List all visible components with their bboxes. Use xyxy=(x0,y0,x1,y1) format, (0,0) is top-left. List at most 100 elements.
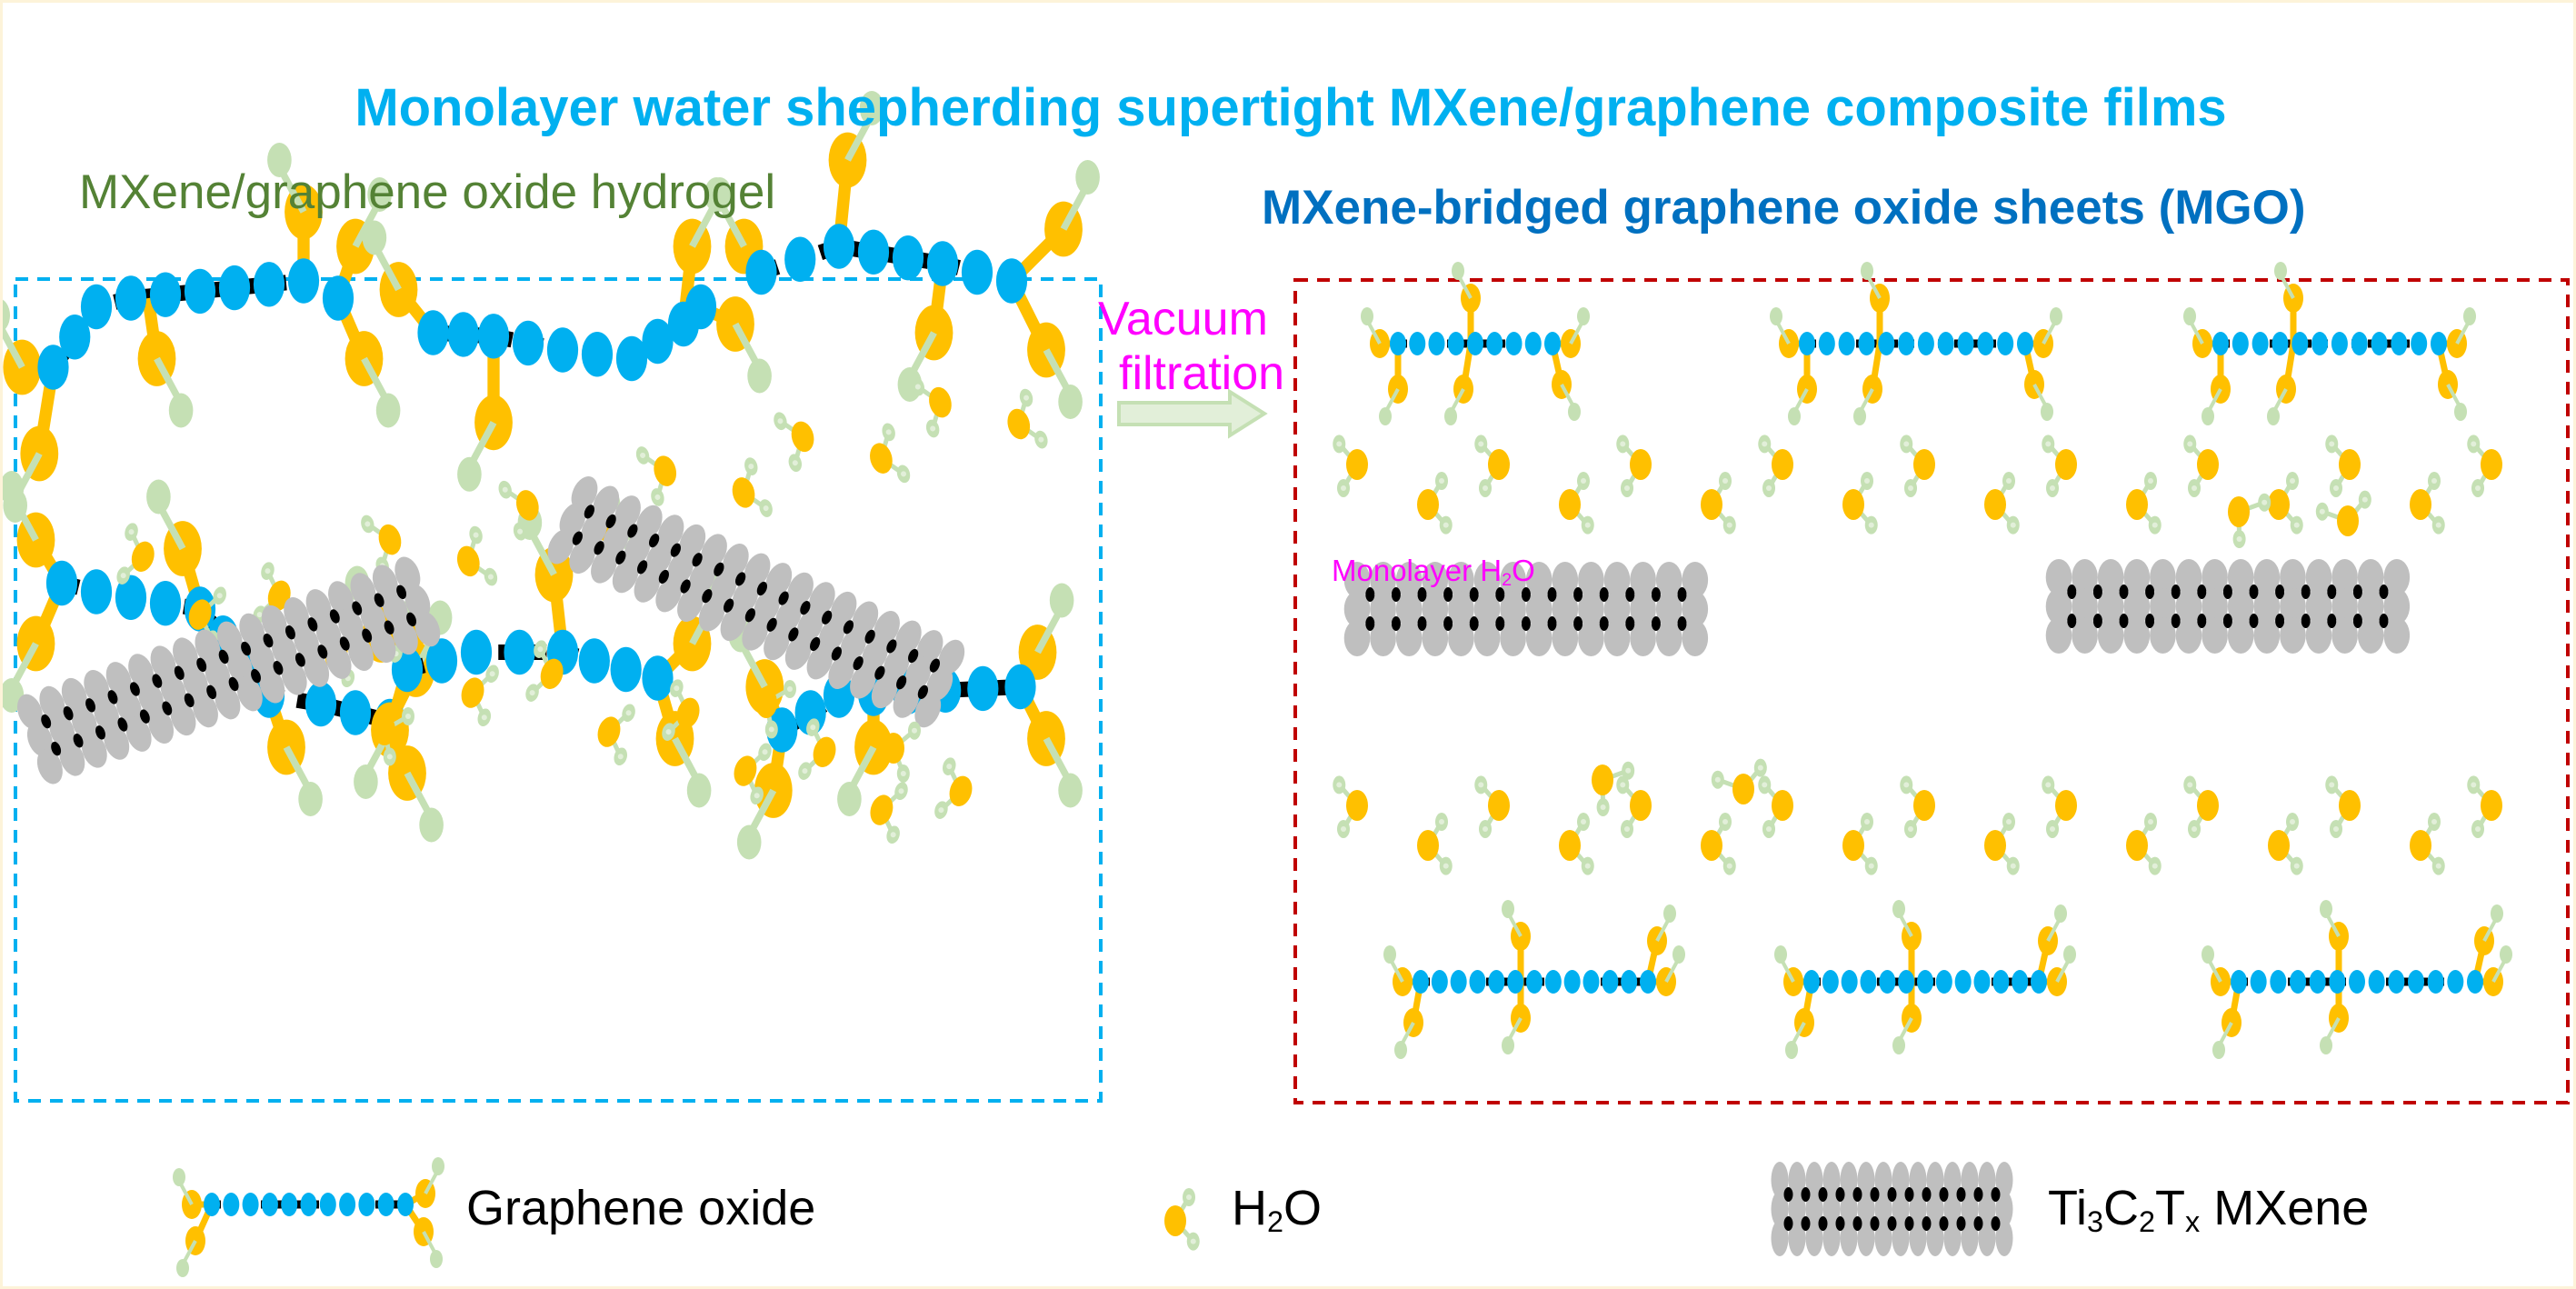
carbon-atom xyxy=(670,543,681,557)
ti-atom xyxy=(1840,1191,1858,1227)
hydrogen-core xyxy=(748,464,754,470)
oxygen-atom xyxy=(2410,489,2431,520)
ti-atom xyxy=(1473,620,1501,656)
carbon-atom xyxy=(2012,970,2029,994)
ti-atom xyxy=(612,558,639,594)
carbon-atom xyxy=(1838,332,1855,355)
hydrogen-core xyxy=(265,568,271,575)
carbon-atom xyxy=(1818,1187,1828,1202)
oxygen-atom xyxy=(2197,790,2219,821)
carbon-atom xyxy=(2232,332,2249,355)
ti-atom xyxy=(938,639,965,674)
carbon-atom xyxy=(162,701,173,715)
ti-atom xyxy=(1525,620,1553,656)
carbon-atom xyxy=(397,1193,414,1216)
oxygen-atom xyxy=(2339,449,2361,480)
carbon-atom xyxy=(2352,614,2362,628)
hydrogen-core xyxy=(2261,499,2268,505)
carbon-atom xyxy=(362,628,373,643)
ti-atom xyxy=(2045,559,2072,595)
ti-atom xyxy=(689,560,715,595)
mxene-slab-left-2 xyxy=(547,475,965,728)
carbon-atom xyxy=(1602,970,1619,994)
ti-atom xyxy=(2280,588,2306,625)
oxygen-atom xyxy=(2055,449,2077,480)
hydrogen-core xyxy=(1581,478,1586,485)
hydrogen-atom xyxy=(859,91,884,126)
carbon-atom xyxy=(1954,970,1972,994)
carbon-atom xyxy=(2119,585,2129,599)
carbon-atom xyxy=(358,1193,375,1216)
carbon-atom xyxy=(1879,970,1896,994)
hydrogen-atom xyxy=(146,479,171,515)
ti-atom xyxy=(2123,559,2151,595)
ti-atom xyxy=(1448,591,1474,627)
ti-atom xyxy=(764,625,790,661)
hydrogen-core xyxy=(810,724,816,731)
ti-atom xyxy=(571,475,598,512)
ti-atom xyxy=(128,654,155,689)
hydrogen-core xyxy=(2329,782,2335,788)
carbon-atom xyxy=(107,690,118,704)
oxygen-atom xyxy=(1772,790,1793,821)
carbon-atom xyxy=(2351,332,2368,355)
oxygen-atom xyxy=(1913,449,1935,480)
carbon-atom xyxy=(605,514,616,529)
hydrogen-core xyxy=(1341,825,1346,832)
carbon-atom xyxy=(1917,332,1934,355)
hydrogen-core xyxy=(792,460,798,466)
ti-atom xyxy=(581,512,608,547)
carbon-atom xyxy=(1801,1187,1811,1202)
carbon-atom xyxy=(1390,332,1406,355)
carbon-atom xyxy=(129,682,140,696)
ti-atom xyxy=(2175,559,2202,595)
ti-atom xyxy=(2331,559,2358,595)
ti-atom xyxy=(325,644,352,679)
carbon-atom xyxy=(139,709,150,724)
oxygen-atom xyxy=(1346,790,1368,821)
hydrogen-atom xyxy=(1785,1041,1798,1059)
carbon-atom xyxy=(174,665,185,680)
carbon-atom xyxy=(329,609,340,624)
water-right-c xyxy=(2228,493,2271,548)
carbon-atom xyxy=(756,581,767,596)
ti-atom xyxy=(304,652,330,687)
ti-atom xyxy=(894,620,922,655)
carbon-atom xyxy=(2447,970,2464,994)
carbon-atom xyxy=(857,229,890,275)
ti-atom xyxy=(852,601,879,636)
carbon-atom xyxy=(204,1193,220,1216)
ti-atom xyxy=(404,584,431,620)
ti-atom xyxy=(294,625,320,660)
oxygen-atom xyxy=(1842,489,1864,520)
ti-atom xyxy=(328,581,354,616)
carbon-atom xyxy=(2252,332,2269,355)
hydrogen-core xyxy=(786,686,793,692)
hydrogen-core xyxy=(1478,782,1484,788)
hydrogen-core xyxy=(2192,485,2197,491)
carbon-atom xyxy=(578,638,610,684)
carbon-atom xyxy=(1922,1187,1932,1202)
carbon-atom xyxy=(300,1193,317,1216)
ti-atom xyxy=(1603,562,1631,598)
hydrogen-core xyxy=(1600,804,1606,810)
ti-atom xyxy=(182,664,208,701)
ti-atom xyxy=(39,685,65,722)
ti-atom xyxy=(808,582,835,617)
ti-atom xyxy=(1422,562,1449,598)
carbon-atom xyxy=(2290,970,2306,994)
carbon-atom xyxy=(1956,1187,1966,1202)
ti-atom xyxy=(2045,617,2072,654)
ti-atom xyxy=(569,539,596,575)
carbon-atom xyxy=(115,275,147,321)
ti-atom xyxy=(2331,617,2358,654)
ti-atom xyxy=(732,579,759,615)
carbon-atom xyxy=(73,734,84,748)
carbon-atom xyxy=(2275,585,2285,599)
oxygen-atom xyxy=(2126,830,2148,861)
carbon-atom xyxy=(1835,1216,1845,1231)
ti-atom xyxy=(1840,1220,1858,1256)
carbon-atom xyxy=(406,612,416,627)
oxygen-atom xyxy=(2268,489,2290,520)
carbon-atom xyxy=(2275,614,2285,628)
